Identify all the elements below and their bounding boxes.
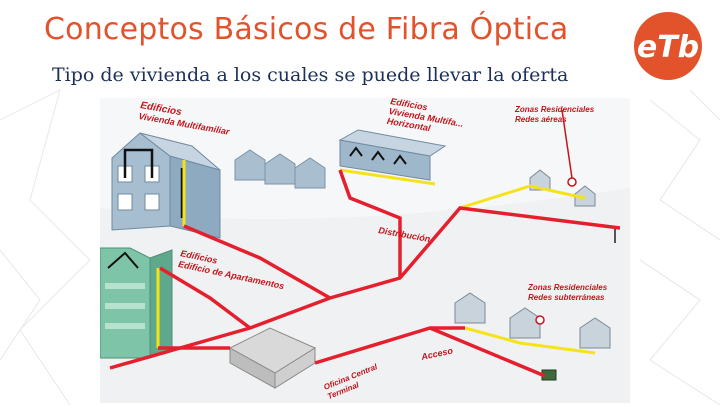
label-subterraneas-line2: Redes subterráneas [528, 293, 605, 302]
fiber-network-diagram: Edificios Vivienda Multifamiliar Edifici… [100, 98, 630, 403]
label-subterraneas-line1: Zonas Residenciales [527, 283, 608, 292]
multifamily-building [111, 132, 221, 239]
underground-houses [454, 292, 611, 349]
svg-text:eTb: eTb [637, 30, 699, 65]
label-aereas-line2: Redes aéreas [515, 115, 567, 124]
label-aereas-line1: Zonas Residenciales [514, 105, 595, 114]
apartment-building [100, 247, 173, 359]
central-office [228, 327, 317, 389]
page-subtitle: Tipo de vivienda a los cuales se puede l… [52, 64, 569, 86]
fiber-routes [109, 169, 621, 378]
etb-logo: eTb [634, 12, 702, 80]
house-row [234, 149, 326, 189]
horizontal-building [338, 129, 447, 186]
aerial-houses [529, 169, 596, 207]
page-title: Conceptos Básicos de Fibra Óptica [44, 12, 569, 47]
